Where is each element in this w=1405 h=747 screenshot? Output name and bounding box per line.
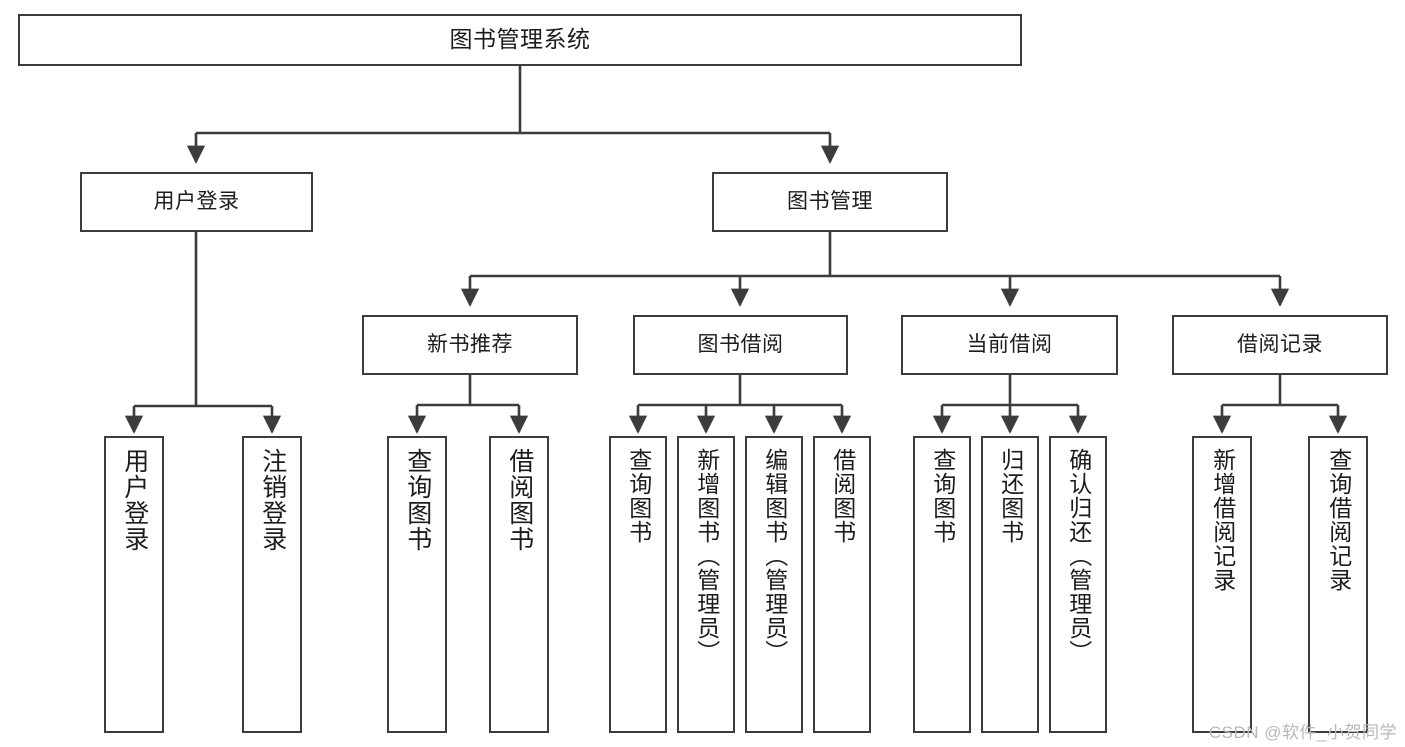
node-label: 图书管理系统 — [449, 26, 591, 53]
leaf-query-book-current[interactable]: 查询图书 — [913, 436, 971, 733]
node-label: 确认归还（管理员） — [1065, 448, 1092, 664]
leaf-confirm-return-admin[interactable]: 确认归还（管理员） — [1049, 436, 1107, 733]
node-book-borrow[interactable]: 图书借阅 — [633, 315, 848, 375]
node-label: 用户登录 — [120, 448, 149, 552]
node-label: 新增借阅记录 — [1209, 448, 1236, 592]
node-label: 用户登录 — [153, 189, 240, 213]
node-label: 当前借阅 — [966, 332, 1053, 356]
node-label: 查询图书 — [403, 448, 432, 552]
node-label: 图书借阅 — [697, 332, 784, 356]
node-label: 查询图书 — [625, 448, 652, 544]
node-label: 借阅图书 — [505, 448, 534, 552]
leaf-user-login[interactable]: 用户登录 — [104, 436, 164, 733]
node-label: 图书管理 — [787, 189, 873, 213]
leaf-logout[interactable]: 注销登录 — [242, 436, 302, 733]
node-book-management[interactable]: 图书管理 — [712, 172, 948, 232]
node-label: 注销登录 — [258, 448, 287, 552]
node-label: 查询借阅记录 — [1325, 448, 1352, 592]
watermark: CSDN @软件_小贺同学 — [1208, 723, 1397, 742]
node-label: 新书推荐 — [427, 332, 513, 356]
node-current-borrow[interactable]: 当前借阅 — [901, 315, 1118, 375]
node-label: 新增图书（管理员） — [693, 448, 720, 664]
leaf-query-book-recommend[interactable]: 查询图书 — [387, 436, 447, 733]
leaf-borrow-book[interactable]: 借阅图书 — [813, 436, 871, 733]
leaf-return-book[interactable]: 归还图书 — [981, 436, 1039, 733]
leaf-add-book-admin[interactable]: 新增图书（管理员） — [677, 436, 735, 733]
node-label: 借阅图书 — [829, 448, 856, 544]
node-label: 借阅记录 — [1237, 332, 1323, 356]
node-user-login[interactable]: 用户登录 — [80, 172, 313, 232]
leaf-borrow-book-recommend[interactable]: 借阅图书 — [489, 436, 549, 733]
leaf-edit-book-admin[interactable]: 编辑图书（管理员） — [745, 436, 803, 733]
node-root-system[interactable]: 图书管理系统 — [18, 14, 1022, 66]
leaf-query-borrow-record[interactable]: 查询借阅记录 — [1308, 436, 1368, 733]
node-label: 查询图书 — [929, 448, 956, 544]
leaf-add-borrow-record[interactable]: 新增借阅记录 — [1192, 436, 1252, 733]
leaf-query-book-borrow[interactable]: 查询图书 — [609, 436, 667, 733]
node-label: 归还图书 — [997, 448, 1024, 544]
node-new-book-recommend[interactable]: 新书推荐 — [362, 315, 578, 375]
node-label: 编辑图书（管理员） — [761, 448, 788, 664]
node-borrow-record[interactable]: 借阅记录 — [1172, 315, 1388, 375]
